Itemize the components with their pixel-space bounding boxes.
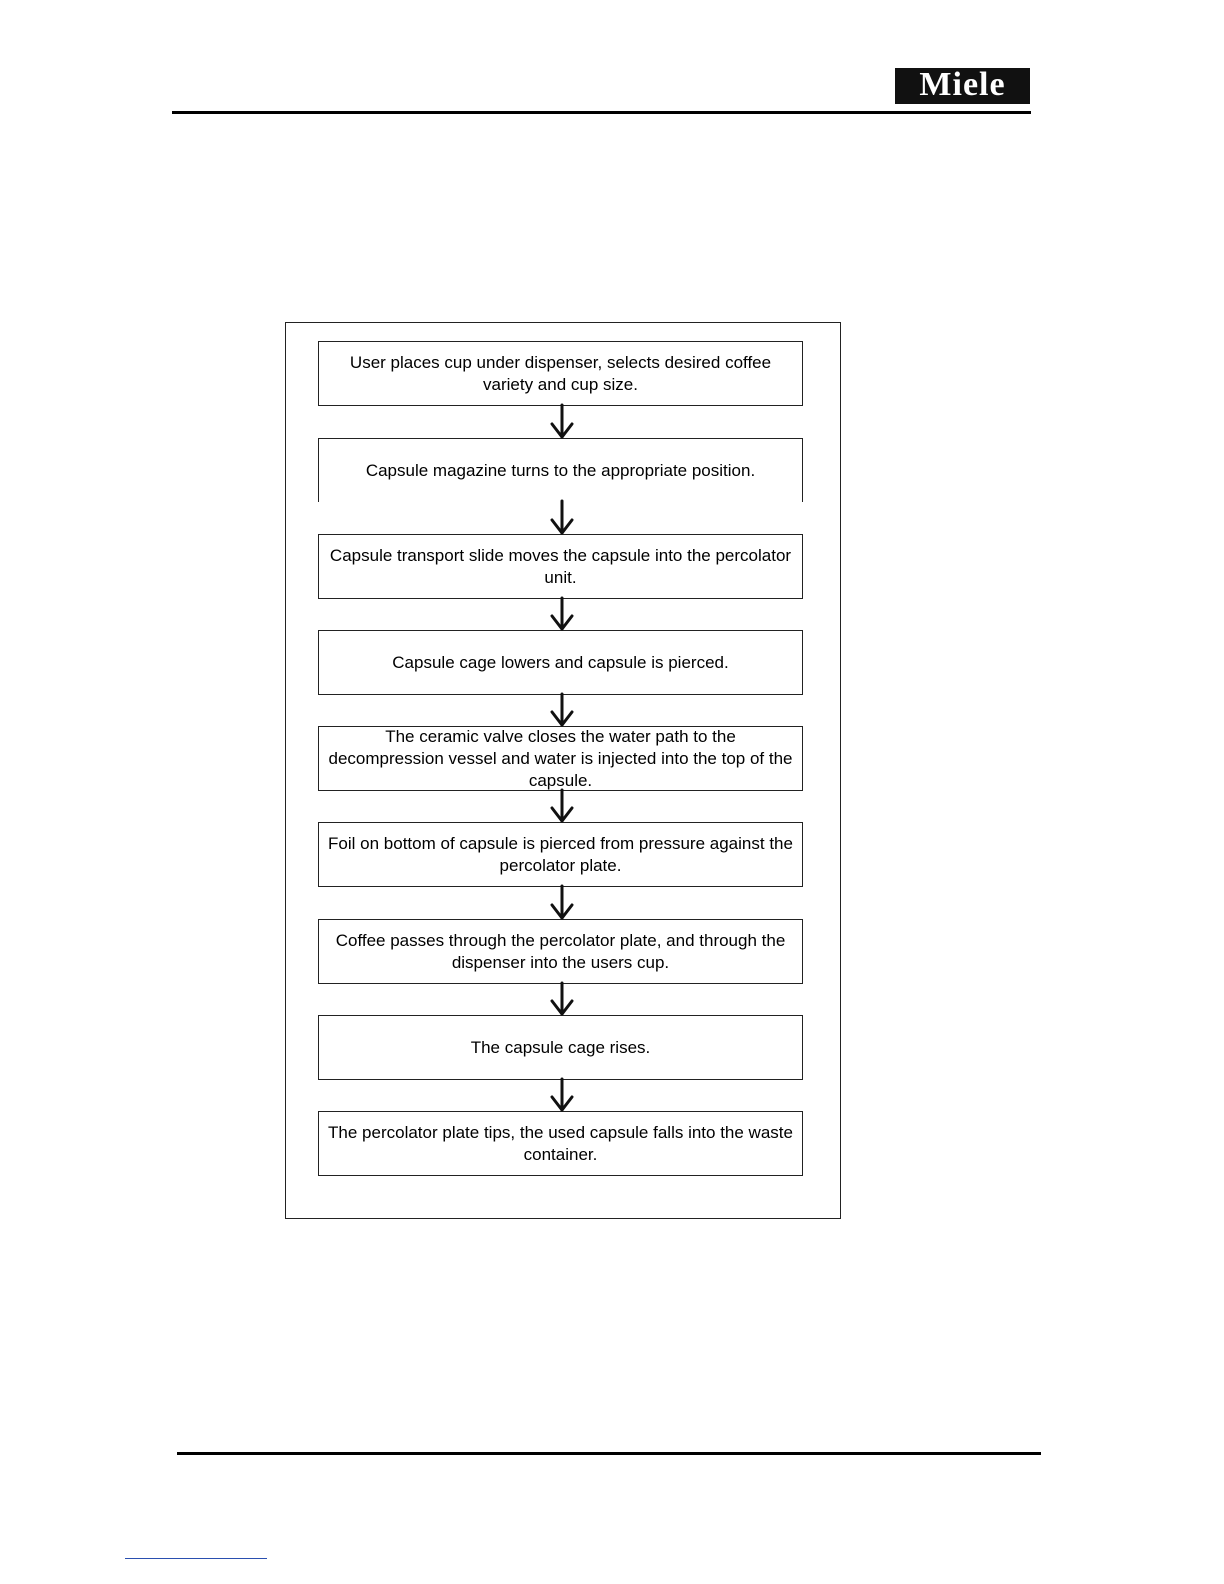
- flowchart-step-2: Capsule magazine turns to the appropriat…: [318, 438, 803, 502]
- step-3-text: Capsule transport slide moves the capsul…: [329, 545, 792, 587]
- step-7-text: Coffee passes through the percolator pla…: [335, 930, 786, 972]
- flowchart-step-6: Foil on bottom of capsule is pierced fro…: [318, 822, 803, 887]
- step-1-text: User places cup under dispenser, selects…: [349, 352, 772, 394]
- miele-logo: Miele: [895, 68, 1030, 104]
- step-9-text: The percolator plate tips, the used caps…: [328, 1122, 793, 1164]
- flowchart-step-9: The percolator plate tips, the used caps…: [318, 1111, 803, 1176]
- flowchart-step-1: User places cup under dispenser, selects…: [318, 341, 803, 406]
- step-5-text: The ceramic valve closes the water path …: [328, 726, 793, 790]
- flowchart-step-3: Capsule transport slide moves the capsul…: [318, 534, 803, 599]
- step-2-text: Capsule magazine turns to the appropriat…: [365, 460, 756, 480]
- header-rule: [172, 111, 1031, 114]
- step-8-text: The capsule cage rises.: [470, 1037, 651, 1057]
- flowchart-step-7: Coffee passes through the percolator pla…: [318, 919, 803, 984]
- footnote-separator: [125, 1558, 267, 1559]
- flowchart-step-4: Capsule cage lowers and capsule is pierc…: [318, 630, 803, 695]
- step-4-text: Capsule cage lowers and capsule is pierc…: [392, 652, 729, 672]
- flowchart-step-5: The ceramic valve closes the water path …: [318, 726, 803, 791]
- footer-rule: [177, 1452, 1041, 1455]
- logo-wordmark: Miele: [919, 66, 1006, 103]
- flowchart-step-8: The capsule cage rises.: [318, 1015, 803, 1080]
- step-6-text: Foil on bottom of capsule is pierced fro…: [328, 833, 793, 875]
- flowchart-frame: [285, 322, 841, 1219]
